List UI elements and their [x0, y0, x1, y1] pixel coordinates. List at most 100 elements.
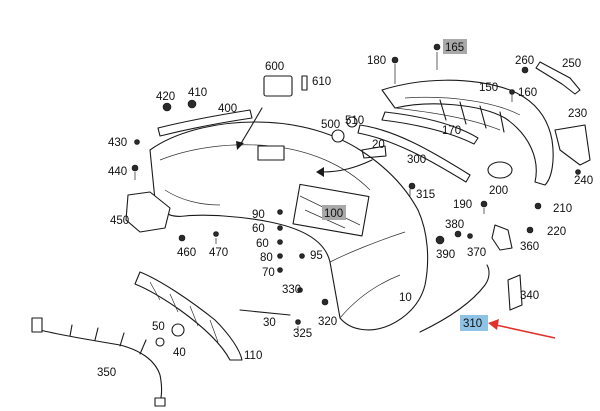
label-470: 470 [209, 247, 228, 259]
clip-420-part [162, 102, 172, 112]
nut-260-part [521, 66, 529, 74]
bracket-230-part [554, 124, 591, 166]
highlight-310 [460, 315, 488, 331]
label-110: 110 [244, 350, 262, 362]
label-320: 320 [318, 316, 337, 328]
sensor-510-part [346, 116, 358, 128]
label-390: 390 [436, 249, 455, 261]
label-370: 370 [467, 247, 486, 259]
rod-30-part [239, 309, 291, 316]
nut-380-part [454, 230, 462, 238]
label-180: 180 [367, 55, 386, 67]
clip-190-part [480, 200, 488, 208]
label-190: 190 [453, 199, 472, 211]
label-325: 325 [293, 328, 312, 340]
red-arrow [488, 319, 556, 339]
label-50: 50 [152, 321, 165, 333]
trim-400-part [157, 109, 253, 137]
label-70: 70 [262, 267, 275, 279]
pointer-arrows [236, 107, 373, 177]
clip-315-part [408, 182, 416, 190]
label-95: 95 [310, 250, 323, 262]
highlight-165 [443, 39, 467, 54]
screw-240-part [575, 169, 581, 175]
label-460: 460 [177, 247, 196, 259]
screw-440-part [131, 164, 139, 172]
bracket-20-part [361, 145, 387, 159]
clip-95-part [299, 253, 305, 259]
label-100: 100 [324, 208, 343, 220]
label-380: 380 [445, 219, 464, 231]
strip-170-part [381, 111, 479, 145]
label-210: 210 [553, 203, 572, 215]
label-420: 420 [156, 91, 175, 103]
clip-330-part [297, 287, 303, 293]
label-330: 330 [282, 284, 301, 296]
clip-80-part [277, 253, 283, 259]
label-360: 360 [520, 241, 539, 253]
wire-harness-350-part [31, 317, 166, 407]
label-310: 310 [463, 318, 482, 330]
clip-220-part [526, 226, 534, 234]
label-260: 260 [515, 55, 534, 67]
clip-460-part [178, 234, 186, 242]
grommet-50-part [155, 337, 165, 347]
moulding-310-part [419, 264, 490, 333]
label-60b: 60 [256, 238, 269, 250]
nut-410-part [187, 99, 197, 109]
label-40: 40 [173, 347, 186, 359]
label-315: 315 [416, 189, 435, 201]
highlight-100 [322, 205, 346, 220]
carrier-110-part [134, 271, 243, 361]
label-300: 300 [407, 154, 426, 166]
label-340: 340 [520, 290, 539, 302]
label-410: 410 [188, 87, 207, 99]
leader-lines [134, 52, 513, 330]
clip-610-part [301, 75, 308, 91]
sensor-500-part [331, 129, 345, 143]
label-90: 90 [252, 209, 265, 221]
label-600: 600 [265, 61, 284, 73]
label-350: 350 [97, 367, 116, 379]
screw-180-part [391, 56, 399, 64]
label-20: 20 [372, 139, 385, 151]
bracket-600-part [263, 75, 293, 97]
clip-60a-part [277, 225, 283, 231]
label-450: 450 [110, 215, 129, 227]
reflector-360-part [491, 224, 513, 251]
label-170: 170 [442, 125, 461, 137]
label-510: 510 [345, 115, 364, 127]
screw-370-part [467, 233, 473, 239]
label-60a: 60 [252, 223, 265, 235]
upper-trim-part [381, 79, 554, 186]
clip-90-part [277, 209, 283, 215]
clip-165-part [433, 43, 441, 51]
grommet-40-part [171, 323, 185, 337]
screw-160-part [509, 89, 515, 95]
label-250: 250 [562, 58, 581, 70]
label-220: 220 [547, 226, 566, 238]
label-165: 165 [445, 42, 464, 54]
bumper-cover-part [149, 121, 429, 331]
label-80: 80 [260, 252, 273, 264]
label-610: 610 [312, 76, 331, 88]
label-500: 500 [321, 119, 340, 131]
clip-60b-part [277, 239, 283, 245]
label-430: 430 [108, 137, 127, 149]
strip-300-part [357, 124, 471, 183]
clip-320-part [321, 298, 329, 306]
panel-450-part [125, 191, 171, 233]
label-440: 440 [108, 166, 127, 178]
part-labels: 10 20 30 40 50 60 60 70 80 90 95 100 110… [97, 42, 593, 379]
label-30: 30 [263, 317, 276, 329]
label-230: 230 [568, 108, 587, 120]
label-10: 10 [399, 292, 412, 304]
bracket-200-part [487, 161, 513, 179]
clip-210-part [534, 202, 542, 210]
strip-250-part [535, 61, 581, 95]
clip-70-part [277, 267, 283, 273]
screw-325-part [295, 319, 301, 325]
screw-470-part [213, 231, 219, 237]
label-160: 160 [518, 87, 537, 99]
